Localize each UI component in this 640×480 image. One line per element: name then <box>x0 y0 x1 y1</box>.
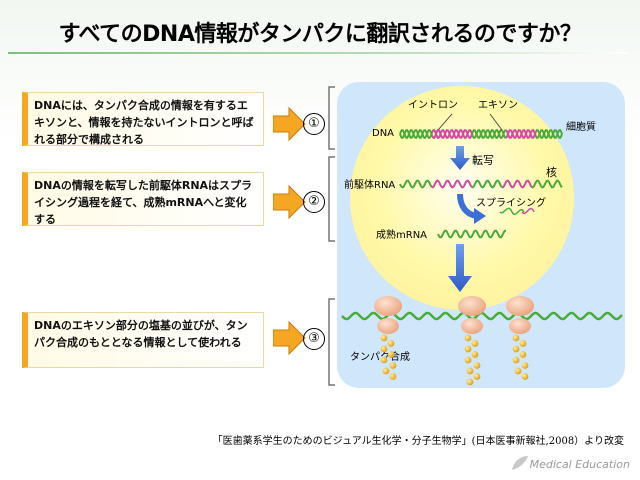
transcription-arrow-icon <box>450 146 470 170</box>
amino-acid-bead <box>380 356 388 364</box>
step-box-2: DNAの情報を転写した前駆体RNAはスプライシング過程を経て、成熟mRNAへと変… <box>22 172 264 226</box>
step-box-1: DNAには、タンパク合成の情報を有するエキソンと、情報を持たないイントロンと呼ば… <box>22 92 264 146</box>
strand-segment <box>431 128 473 140</box>
protein-synthesis-label: タンパク合成 <box>350 350 410 363</box>
title-divider <box>8 52 628 54</box>
strand-segment <box>431 128 473 140</box>
intron-label: イントロン <box>408 100 458 111</box>
ribosome-small-subunit <box>461 318 483 334</box>
exon-label: エキソン <box>478 100 518 111</box>
amino-acid-bead <box>464 345 472 353</box>
transcription-label: 転写 <box>472 154 494 167</box>
amino-acid-bead <box>519 351 527 358</box>
citation: 「医歯薬系学生のためのビジュアル生化学・分子生物学」(日本医事新報社,2008）… <box>212 436 624 447</box>
amino-acid-bead <box>471 351 479 358</box>
strand-segment <box>471 128 507 140</box>
amino-acid-bead <box>521 362 529 369</box>
ribosome-group <box>374 296 534 386</box>
step-arrow-1-icon <box>273 106 306 142</box>
spliced-intron-green <box>499 207 525 215</box>
amino-acid-bead <box>471 340 479 347</box>
amino-acid-bead <box>464 334 472 342</box>
amino-acid-bead <box>473 373 481 380</box>
amino-acid-bead <box>389 373 397 380</box>
ribosome-small-subunit <box>377 318 399 334</box>
translation-arrow-icon <box>448 244 472 292</box>
bracket-3 <box>328 298 335 386</box>
step-box-3: DNAのエキソン部分の塩基の並びが、タンパク合成のもととなる情報として使われる <box>22 312 264 368</box>
bracket-2 <box>328 156 335 242</box>
step-number-2: ② <box>303 191 325 213</box>
strand-segment <box>535 128 563 140</box>
amino-acid-bead <box>514 367 522 375</box>
strand-segment <box>399 179 433 189</box>
strand-segment <box>505 128 537 140</box>
bracket-1 <box>328 86 335 150</box>
splicing-arrow-icon <box>457 193 477 219</box>
mature-mrna-label: 成熟mRNA <box>376 228 427 241</box>
logo-text: Medical Education <box>529 458 630 471</box>
mature-mrna-strand <box>437 229 506 239</box>
amino-acid-bead <box>521 373 529 380</box>
dna-helix <box>399 128 563 189</box>
page-title: すべてのDNA情報がタンパクに翻訳されるのですか？ <box>58 22 582 47</box>
strand-segment <box>471 128 507 140</box>
step-number-1: ① <box>303 113 325 135</box>
gene-expression-diagram: イントロン エキソン 細胞質 DNA 転写 核 前駆体RNA スプライシング 成… <box>337 82 625 388</box>
amino-acid-bead <box>512 356 520 364</box>
strand-segment <box>399 128 433 140</box>
amino-acid-bead <box>389 362 397 369</box>
strand-segment <box>472 179 503 189</box>
dna-label: DNA <box>372 128 394 139</box>
amino-acid-bead <box>466 378 474 386</box>
amino-acid-bead <box>464 356 472 364</box>
ribosome-large-subunit <box>374 296 402 316</box>
logo-leaf-icon <box>512 456 528 470</box>
strand-segment <box>532 179 563 189</box>
ribosome-large-subunit <box>458 296 486 316</box>
splicing-arrow-head-icon <box>474 208 486 224</box>
amino-acid-bead <box>387 340 395 347</box>
cytoplasm-label: 細胞質 <box>566 120 596 133</box>
amino-acid-bead <box>382 367 390 375</box>
nucleus-label: 核 <box>546 165 557 179</box>
step-arrow-3-icon <box>273 320 306 356</box>
amino-acid-bead <box>473 362 481 369</box>
strand-segment <box>432 179 473 189</box>
ribosome-small-subunit <box>509 318 531 334</box>
amino-acid-bead <box>512 345 520 353</box>
amino-acid-bead <box>512 334 520 342</box>
amino-acid-bead <box>387 351 395 358</box>
step-arrow-2-icon <box>273 184 306 220</box>
strand-segment <box>502 179 533 189</box>
splicing-label: スプライシング <box>476 196 546 209</box>
amino-acid-bead <box>380 345 388 353</box>
ribosome-large-subunit <box>506 296 534 316</box>
step-number-3: ③ <box>303 328 325 350</box>
amino-acid-bead <box>466 367 474 375</box>
spliced-intron-pink <box>521 207 535 215</box>
amino-acid-bead <box>519 340 527 347</box>
pre-rna-label: 前駆体RNA <box>344 178 395 191</box>
amino-acid-bead <box>380 334 388 342</box>
